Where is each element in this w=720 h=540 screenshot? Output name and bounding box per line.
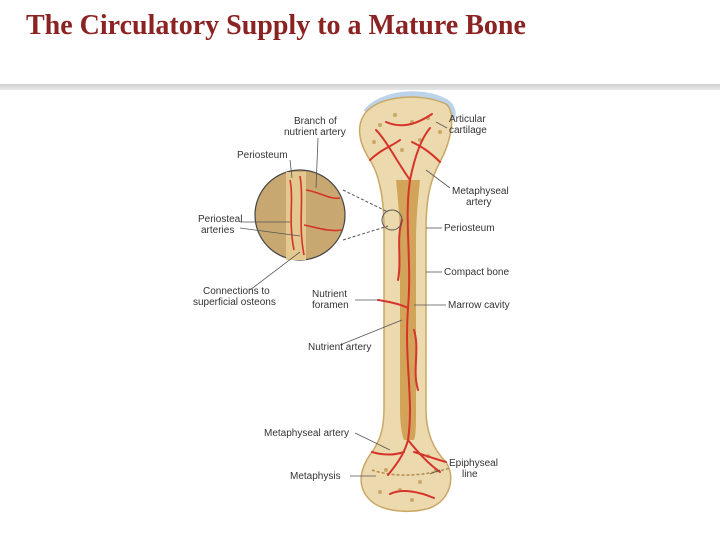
inset-connector-bottom	[342, 225, 389, 241]
label-compact-bone: Compact bone	[444, 267, 509, 278]
epiphyseal-line	[371, 467, 451, 476]
inset-arteries	[289, 175, 343, 256]
label-periosteum-inset: Periosteum	[237, 150, 288, 161]
label-nutrient-foramen-2: foramen	[312, 300, 349, 311]
figure-area	[186, 90, 520, 530]
inset-connector-top	[342, 189, 389, 213]
label-metaphyseal-artery-lower: Metaphyseal artery	[264, 428, 349, 439]
label-metaphyseal-artery-upper-1: Metaphyseal	[452, 186, 509, 197]
articular-cartilage	[363, 91, 456, 119]
arteries	[369, 113, 447, 499]
label-branch-nutrient-artery-1: Branch of	[294, 116, 337, 127]
inset-source-circle	[381, 209, 403, 231]
label-branch-nutrient-artery-2: nutrient artery	[284, 127, 346, 138]
label-metaphysis: Metaphysis	[290, 471, 341, 482]
label-connections-osteons-2: superficial osteons	[193, 297, 276, 308]
label-periosteal-arteries-1: Periosteal	[198, 214, 242, 225]
label-nutrient-artery: Nutrient artery	[308, 342, 371, 353]
label-metaphyseal-artery-upper-2: artery	[466, 197, 492, 208]
leader-lines	[239, 121, 451, 477]
label-epiphyseal-line-1: Epiphyseal	[449, 458, 498, 469]
label-nutrient-foramen-1: Nutrient	[312, 289, 347, 300]
label-periosteum: Periosteum	[444, 223, 495, 234]
diagram-labels: Branch of nutrient artery Periosteum Per…	[193, 114, 510, 482]
title-divider	[0, 84, 720, 90]
label-epiphyseal-line-2: line	[462, 469, 478, 480]
page-title: The Circulatory Supply to a Mature Bone	[26, 10, 526, 41]
label-marrow-cavity: Marrow cavity	[448, 300, 510, 311]
label-articular-cartilage-2: cartilage	[449, 125, 487, 136]
label-periosteal-arteries-2: arteries	[201, 225, 234, 236]
label-articular-cartilage-1: Articular	[449, 114, 486, 125]
label-connections-osteons-1: Connections to	[203, 286, 270, 297]
